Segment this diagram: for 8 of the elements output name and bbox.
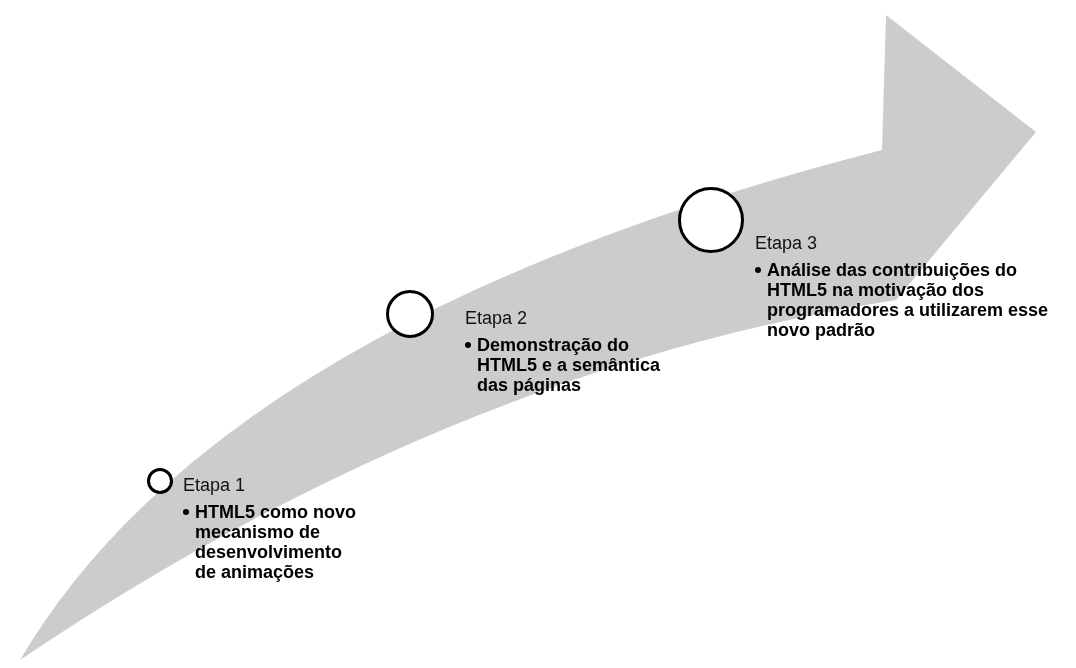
step-description: HTML5 como novo mecanismo de desenvolvimento de animações bbox=[195, 502, 357, 582]
step-heading: Etapa 1 bbox=[183, 475, 246, 496]
step-description: Demonstração do HTML5 e a semântica das páginas bbox=[477, 335, 662, 395]
step-circle bbox=[386, 290, 434, 338]
step-circle bbox=[147, 468, 173, 494]
step-description: Análise das contribuições do HTML5 na motivação dos programadores a utilizarem esse novo padrão bbox=[767, 260, 1050, 340]
step-heading: Etapa 3 bbox=[755, 233, 818, 254]
step-heading: Etapa 2 bbox=[465, 308, 528, 329]
